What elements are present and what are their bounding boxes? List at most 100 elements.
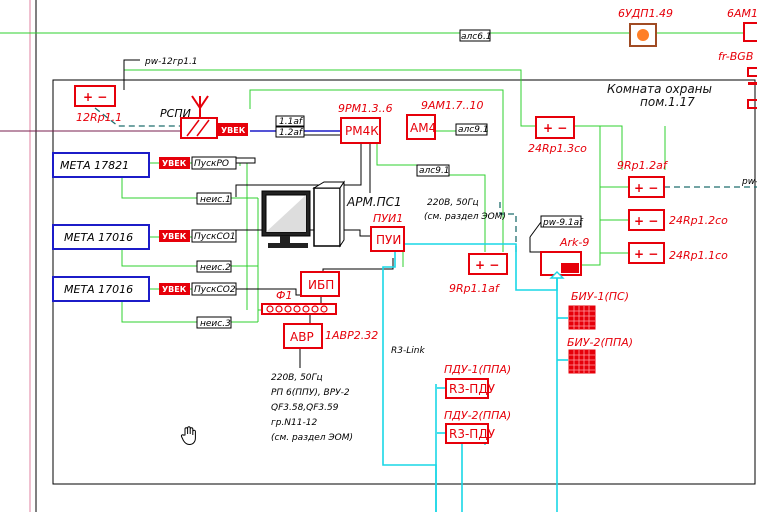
rp-24rp12co-device[interactable] xyxy=(628,209,665,231)
label-biu1: БИУ-1(ПС) xyxy=(571,290,629,303)
tag-12af xyxy=(275,126,305,138)
rp-9rp12af-device[interactable] xyxy=(628,176,665,198)
alc61-text: алс6.1 xyxy=(461,32,492,42)
label-9am: 9АМ1.7..10 xyxy=(421,99,484,112)
tag-11af xyxy=(275,115,305,127)
teal-dashed-links xyxy=(94,107,757,252)
antenna-icon xyxy=(191,95,209,118)
am-device-right[interactable] xyxy=(743,22,757,42)
label-pui1: ПУИ1 xyxy=(373,212,403,225)
tag-11af-text: 1.1af xyxy=(279,117,304,127)
label-9rp12af: 9Rp1.2af xyxy=(617,159,669,172)
ark9-block xyxy=(561,263,579,273)
fr-device-a xyxy=(747,67,757,77)
pw91af-text: pw-9.1af xyxy=(542,218,584,228)
rp-12rp11-device[interactable] xyxy=(74,85,116,107)
label-fr-bgb: fr-BGB xyxy=(718,50,753,63)
meta2-text: МЕТА 17016 xyxy=(64,231,133,244)
rp-24rp11co-device[interactable] xyxy=(628,242,665,264)
label-biu2: БИУ-2(ППА) xyxy=(567,336,633,349)
rp-24rp13co-symbol: + − xyxy=(543,121,567,135)
fr-device-c xyxy=(747,99,757,109)
alc91-tag-b xyxy=(416,164,450,177)
rp-24rp12co-symbol: + − xyxy=(634,214,658,228)
rm4k-device[interactable] xyxy=(340,117,381,144)
biu1-device[interactable] xyxy=(568,305,596,330)
pdu1-device[interactable] xyxy=(445,378,489,399)
label-24rp13co: 24Rp1.3co xyxy=(528,142,587,155)
rp-9rp11af-device[interactable] xyxy=(468,253,508,275)
meta-17016-device-a[interactable] xyxy=(52,224,150,250)
ibp-text: ИБП xyxy=(308,278,334,292)
pwr-note-2: РП 6(ППУ), ВРУ-2 xyxy=(271,388,350,398)
alc91-tag-a xyxy=(455,123,488,136)
uvek-text-rspi: УВЕК xyxy=(221,126,246,135)
neis3-text: неис.3 xyxy=(200,319,231,329)
label-12rp11: 12Rp1.1 xyxy=(76,111,122,124)
room-number: пом.1.17 xyxy=(640,95,695,109)
pui-device[interactable] xyxy=(370,226,405,252)
meta-17821-device[interactable] xyxy=(52,152,150,178)
label-1avr: 1АВР2.32 xyxy=(325,329,378,342)
rp-9rp11af-symbol: + − xyxy=(475,258,499,272)
label-24rp12co: 24Rp1.2co xyxy=(669,214,728,227)
neis3-tag xyxy=(196,316,232,329)
avr-device[interactable] xyxy=(283,323,323,349)
meta3-text: МЕТА 17016 xyxy=(64,283,133,296)
alc61-tag xyxy=(459,29,491,42)
uvek-text-3: УВЕК xyxy=(162,285,187,294)
rp-24rp11co-symbol: + − xyxy=(634,247,658,261)
rm4k-text: РМ4К xyxy=(345,124,379,138)
pwr-note-3: QF3.58,QF3.59 xyxy=(271,403,339,413)
uvek-text-2: УВЕК xyxy=(162,232,187,241)
biu2-grid xyxy=(569,350,595,373)
pdu2-device[interactable] xyxy=(445,423,489,444)
pusk-co1-tag xyxy=(191,229,237,243)
uvek-block-3[interactable] xyxy=(159,283,190,295)
pui-text: ПУИ xyxy=(376,233,401,247)
uvek-block-1[interactable] xyxy=(159,157,190,169)
rspi-hatch xyxy=(186,119,210,137)
pdu2-text: R3-ПДУ xyxy=(449,427,496,441)
am4-text: АМ4 xyxy=(410,121,436,135)
pw12-text: pw-12гр1.1 xyxy=(144,57,198,67)
pwr-note-4: гр.N11-12 xyxy=(271,418,317,428)
label-pdu2: ПДУ-2(ППА) xyxy=(444,409,511,422)
uvek-text-1: УВЕК xyxy=(162,159,187,168)
pw91af-tag xyxy=(540,215,582,228)
fr-device-b xyxy=(748,82,757,85)
label-6am1: 6АМ1 xyxy=(727,7,757,20)
filter-f1-device[interactable] xyxy=(261,303,337,315)
workstation-icon[interactable] xyxy=(261,180,345,248)
note220-line2: (см. раздел ЭОМ) xyxy=(424,212,506,222)
avr-text: АВР xyxy=(290,330,314,344)
pwr-note-1: 220В, 50Гц xyxy=(271,373,323,383)
pusk-co2-tag xyxy=(191,282,237,296)
hand-cursor-icon xyxy=(180,426,196,446)
pw-right-text: pw- xyxy=(741,177,757,187)
pw12-tag-bg xyxy=(144,56,198,67)
label-24rp11co: 24Rp1.1co xyxy=(669,249,728,262)
rp-12rp11-symbol: + − xyxy=(83,90,107,104)
pusk-co2-text: ПускСО2 xyxy=(194,285,236,295)
uvek-block-rspi[interactable] xyxy=(218,123,248,136)
meta-17016-device-b[interactable] xyxy=(52,276,150,302)
pusk-ro-tag xyxy=(191,156,237,170)
ibp-device[interactable] xyxy=(300,271,340,297)
room-title: Комната охраны xyxy=(607,82,712,96)
am4-device[interactable] xyxy=(406,114,436,140)
pw91af-leader xyxy=(529,221,542,238)
biu1-grid xyxy=(569,306,595,329)
rp-24rp13co-device[interactable] xyxy=(535,116,575,139)
note220-line1: 220В, 50Гц xyxy=(427,198,479,208)
filter-f1-sockets xyxy=(266,305,328,313)
neis1-tag xyxy=(196,192,232,205)
neis2-tag xyxy=(196,260,232,273)
label-9rp11af: 9Rp1.1af xyxy=(449,282,501,295)
biu2-device[interactable] xyxy=(568,349,596,374)
uvek-block-2[interactable] xyxy=(159,230,190,242)
meta1-text: МЕТА 17821 xyxy=(60,159,129,172)
tag-12af-text: 1.2af xyxy=(279,128,304,138)
